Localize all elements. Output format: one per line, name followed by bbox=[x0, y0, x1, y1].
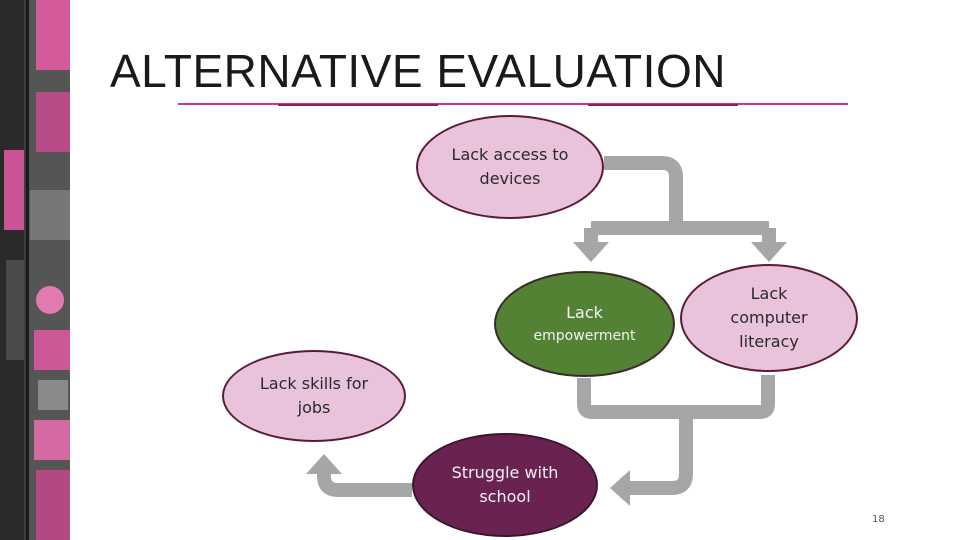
node-lack-computer-literacy: Lack computer literacy bbox=[680, 264, 858, 372]
node-label: Lack computer literacy bbox=[724, 282, 814, 354]
node-label-line2: empowerment bbox=[534, 325, 636, 347]
page-number: 18 bbox=[872, 514, 885, 525]
node-lack-skills-for-jobs: Lack skills for jobs bbox=[222, 350, 406, 442]
arrow-merge-bar bbox=[584, 375, 768, 412]
arrow-to-school bbox=[628, 412, 686, 488]
node-label: Lack skills for jobs bbox=[254, 372, 374, 420]
node-lack-empowerment: Lack empowerment bbox=[494, 271, 675, 377]
node-label: Struggle with school bbox=[445, 461, 565, 509]
node-label: Lack access to devices bbox=[445, 143, 575, 191]
node-lack-access-to-devices: Lack access to devices bbox=[416, 115, 604, 219]
node-label-line1: Lack bbox=[566, 301, 603, 325]
arrow-from-access bbox=[604, 163, 676, 228]
node-struggle-with-school: Struggle with school bbox=[412, 433, 598, 537]
